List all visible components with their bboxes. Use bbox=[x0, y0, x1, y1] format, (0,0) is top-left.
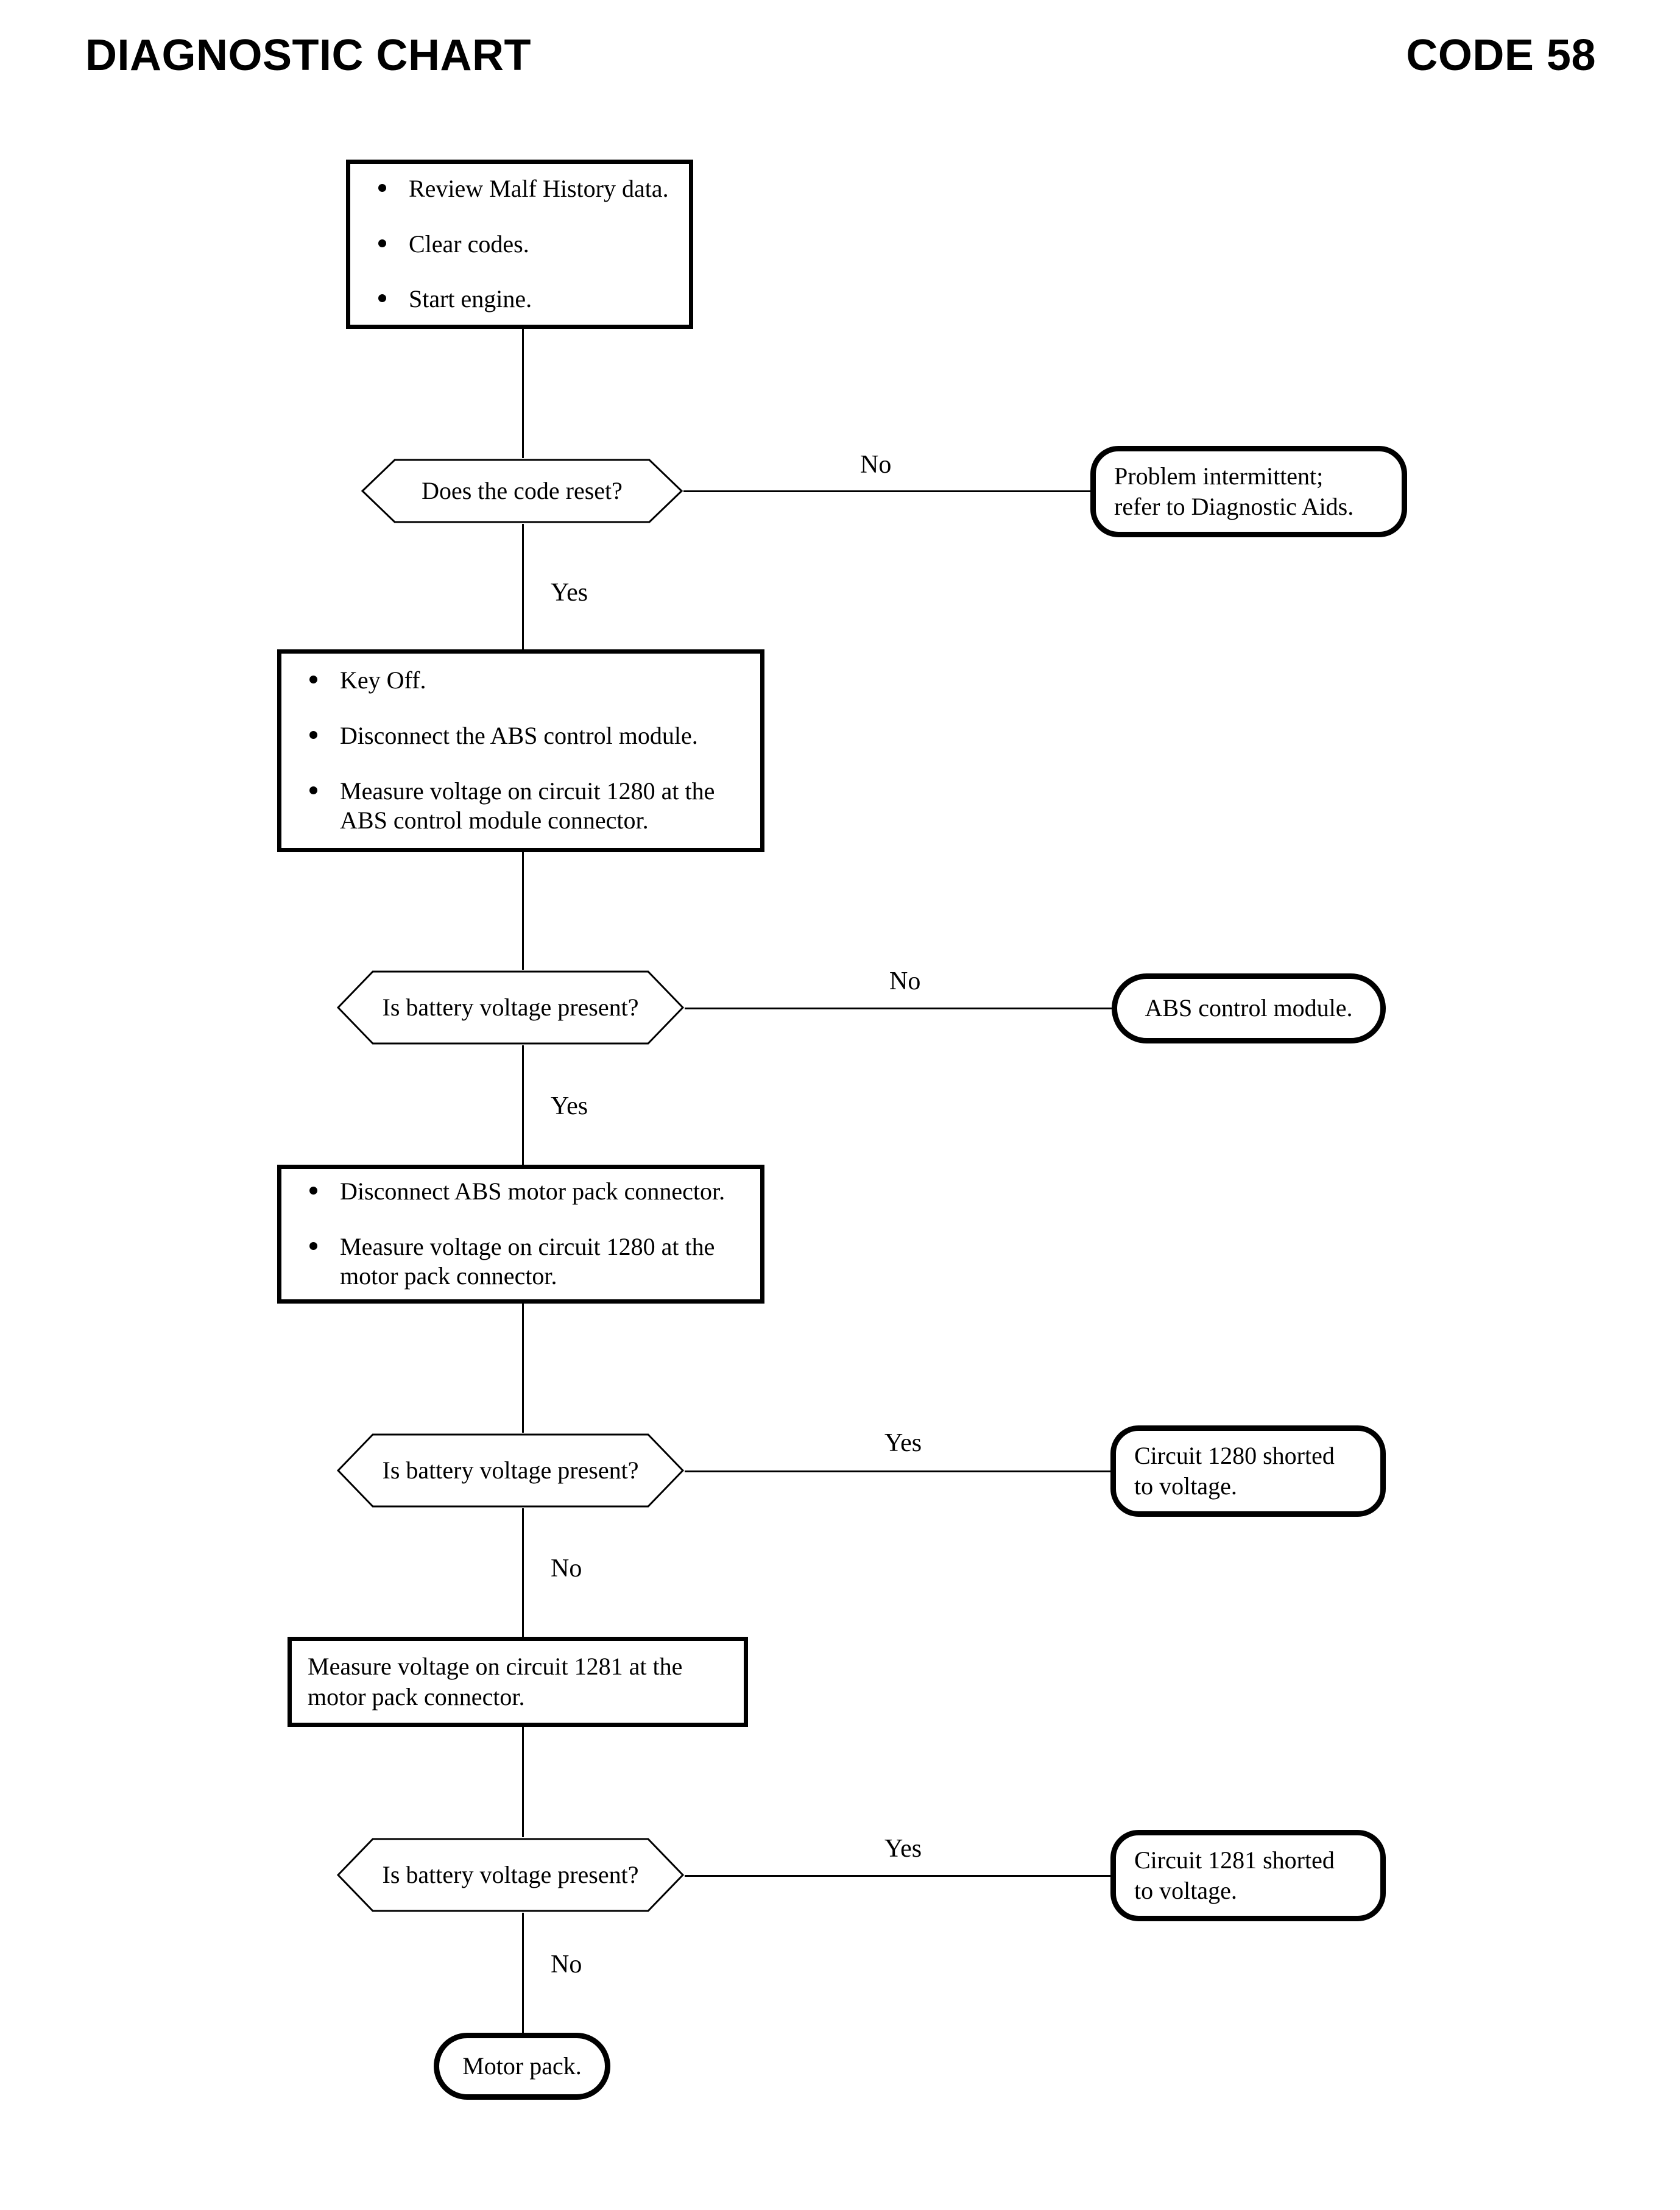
terminator-text-line2: to voltage. bbox=[1134, 1877, 1237, 1904]
terminator-result3: Circuit 1280 shorted to voltage. bbox=[1110, 1425, 1386, 1517]
process-box-step2: Key Off. Disconnect the ABS control modu… bbox=[277, 649, 764, 852]
connector-decision4-to-result5 bbox=[522, 1893, 524, 2039]
list-item: Measure voltage on circuit 1280 at the A… bbox=[297, 777, 744, 836]
terminator-text-line1: Circuit 1280 shorted bbox=[1134, 1441, 1335, 1469]
bullet-list-step2: Key Off. Disconnect the ABS control modu… bbox=[281, 666, 760, 836]
decision-label: Is battery voltage present? bbox=[382, 994, 639, 1021]
list-item: Start engine. bbox=[366, 284, 673, 314]
connector-decision2-to-result2 bbox=[681, 1008, 1115, 1009]
bullet-list-step3: Disconnect ABS motor pack connector. Mea… bbox=[281, 1177, 760, 1291]
hexagon-shape-icon bbox=[336, 1433, 685, 1508]
terminator-text-line1: ABS control module. bbox=[1145, 994, 1353, 1022]
list-item: Measure voltage on circuit 1280 at the m… bbox=[297, 1232, 744, 1292]
code-label: CODE 58 bbox=[1406, 31, 1596, 80]
list-item-label: Review Malf History data. bbox=[409, 174, 669, 202]
terminator-text-line2: to voltage. bbox=[1134, 1472, 1237, 1500]
bullet-icon bbox=[309, 1241, 317, 1250]
terminator-result5: Motor pack. bbox=[434, 2033, 610, 2100]
bullet-icon bbox=[309, 1186, 317, 1195]
connector-step3-to-decision3 bbox=[522, 1303, 524, 1452]
terminator-result1: Problem intermittent; refer to Diagnosti… bbox=[1090, 446, 1407, 537]
branch-label-decision2-yes: Yes bbox=[547, 1092, 592, 1120]
hexagon-shape-icon bbox=[336, 1837, 685, 1913]
list-item-label: Disconnect ABS motor pack connector. bbox=[340, 1177, 725, 1205]
bullet-icon bbox=[309, 675, 317, 683]
decision-hexagon-decision2: Is battery voltage present? bbox=[336, 970, 685, 1045]
list-item: Review Malf History data. bbox=[366, 174, 673, 204]
terminator-text-line1: Motor pack. bbox=[462, 2052, 582, 2080]
bullet-list-step1: Review Malf History data. Clear codes. S… bbox=[350, 174, 689, 314]
branch-label-decision1-no: No bbox=[856, 451, 895, 479]
connector-decision1-to-result1 bbox=[676, 490, 1092, 492]
process-box-step3: Disconnect ABS motor pack connector. Mea… bbox=[277, 1165, 764, 1304]
connector-decision2-to-step3 bbox=[522, 1044, 524, 1166]
connector-decision1-to-step2 bbox=[522, 521, 524, 655]
bullet-icon bbox=[309, 786, 317, 794]
decision-label: Is battery voltage present? bbox=[382, 1861, 639, 1888]
connector-decision3-to-step4 bbox=[522, 1489, 524, 1638]
list-item-label: Measure voltage on circuit 1280 at the m… bbox=[340, 1232, 715, 1290]
bullet-icon bbox=[378, 294, 386, 303]
hexagon-shape-icon bbox=[361, 458, 683, 524]
list-item-label: Measure voltage on circuit 1280 at the A… bbox=[340, 777, 715, 835]
branch-label-decision2-no: No bbox=[886, 967, 925, 995]
process-box-step4: Measure voltage on circuit 1281 at the m… bbox=[288, 1637, 748, 1727]
bullet-icon bbox=[378, 239, 386, 247]
list-item: Disconnect ABS motor pack connector. bbox=[297, 1177, 744, 1207]
branch-label-decision4-no: No bbox=[547, 1951, 586, 1979]
terminator-result2: ABS control module. bbox=[1112, 973, 1386, 1043]
branch-label-decision4-yes: Yes bbox=[881, 1835, 926, 1863]
list-item-label: Disconnect the ABS control module. bbox=[340, 721, 698, 749]
decision-hexagon-decision1: Does the code reset? bbox=[361, 458, 683, 524]
branch-label-decision3-no: No bbox=[547, 1555, 586, 1583]
list-item: Clear codes. bbox=[366, 230, 673, 259]
terminator-result4: Circuit 1281 shorted to voltage. bbox=[1110, 1830, 1386, 1921]
bullet-icon bbox=[378, 183, 386, 192]
list-item: Disconnect the ABS control module. bbox=[297, 721, 744, 751]
list-item-label: Key Off. bbox=[340, 666, 426, 694]
connector-step2-to-decision2 bbox=[522, 850, 524, 972]
hexagon-shape-icon bbox=[336, 970, 685, 1045]
connector-step1-to-decision1 bbox=[522, 329, 524, 461]
list-item-label: Start engine. bbox=[409, 285, 532, 313]
page-title: DIAGNOSTIC CHART bbox=[85, 31, 531, 80]
decision-hexagon-decision4: Is battery voltage present? bbox=[336, 1837, 685, 1913]
connector-decision4-to-result4 bbox=[681, 1875, 1115, 1877]
decision-label: Does the code reset? bbox=[422, 477, 623, 504]
connector-step4-to-decision4 bbox=[522, 1726, 524, 1857]
branch-label-decision1-yes: Yes bbox=[547, 579, 592, 607]
process-text: Measure voltage on circuit 1281 at the m… bbox=[308, 1653, 683, 1710]
list-item: Key Off. bbox=[297, 666, 744, 696]
list-item-label: Clear codes. bbox=[409, 230, 529, 258]
decision-label: Is battery voltage present? bbox=[382, 1456, 639, 1484]
connector-decision3-to-result3 bbox=[681, 1470, 1115, 1472]
decision-hexagon-decision3: Is battery voltage present? bbox=[336, 1433, 685, 1508]
process-box-step1: Review Malf History data. Clear codes. S… bbox=[346, 160, 693, 329]
branch-label-decision3-yes: Yes bbox=[881, 1429, 926, 1457]
terminator-text-line1: Problem intermittent; bbox=[1114, 462, 1324, 490]
terminator-text-line2: refer to Diagnostic Aids. bbox=[1114, 493, 1354, 520]
bullet-icon bbox=[309, 730, 317, 739]
terminator-text-line1: Circuit 1281 shorted bbox=[1134, 1846, 1335, 1874]
